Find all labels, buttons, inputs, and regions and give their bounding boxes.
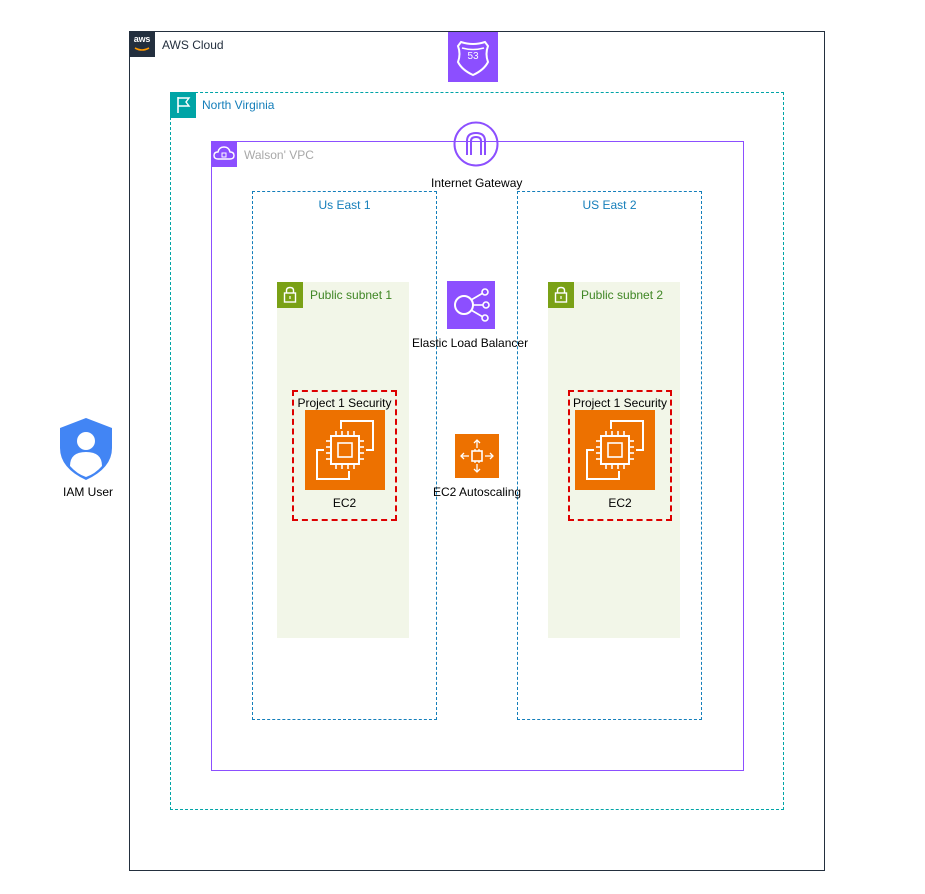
iam-user-label: IAM User — [63, 485, 114, 499]
region-label: North Virginia — [202, 98, 275, 112]
load-balancer-icon — [447, 281, 495, 329]
ec2-instance-icon — [305, 410, 385, 490]
aws-cloud-group — [129, 31, 825, 871]
availability-zone-2-label: US East 2 — [582, 198, 637, 212]
lock-icon — [548, 282, 574, 308]
security-group-1 — [292, 390, 397, 521]
internet-gateway-icon — [453, 121, 499, 167]
internet-gateway-label: Internet Gateway — [431, 176, 523, 190]
public-subnet-1-label: Public subnet 1 — [310, 288, 393, 302]
route53-badge-text: 53 — [467, 51, 479, 62]
aws-cloud-label: AWS Cloud — [162, 38, 224, 52]
route53-icon: 53 — [448, 32, 498, 82]
aws-logo-icon: aws — [129, 31, 155, 57]
load-balancer-label: Elastic Load Balancer — [412, 336, 529, 350]
ec2-instance-1-label: EC2 — [332, 496, 357, 510]
public-subnet-2-label: Public subnet 2 — [581, 288, 664, 302]
vpc-group — [211, 141, 744, 771]
vpc-label: Walson' VPC — [244, 148, 314, 162]
security-group-1-label-line1: Project 1 Security — [297, 396, 392, 410]
autoscaling-label: EC2 Autoscaling — [433, 485, 522, 499]
vpc-cloud-icon — [211, 141, 237, 167]
availability-zone-1-label: Us East 1 — [318, 198, 371, 212]
security-group-2 — [568, 390, 672, 521]
ec2-instance-icon — [575, 410, 655, 490]
flag-icon — [170, 92, 196, 118]
availability-zone-2 — [517, 191, 702, 720]
security-group-2-label-line1: Project 1 Security — [572, 396, 668, 410]
lock-icon — [277, 282, 303, 308]
autoscaling-icon — [455, 434, 499, 478]
iam-user-icon — [57, 416, 115, 482]
aws-logo-text: aws — [133, 34, 151, 44]
ec2-instance-2-label: EC2 — [608, 496, 632, 510]
region-group — [170, 92, 784, 810]
availability-zone-1 — [252, 191, 437, 720]
